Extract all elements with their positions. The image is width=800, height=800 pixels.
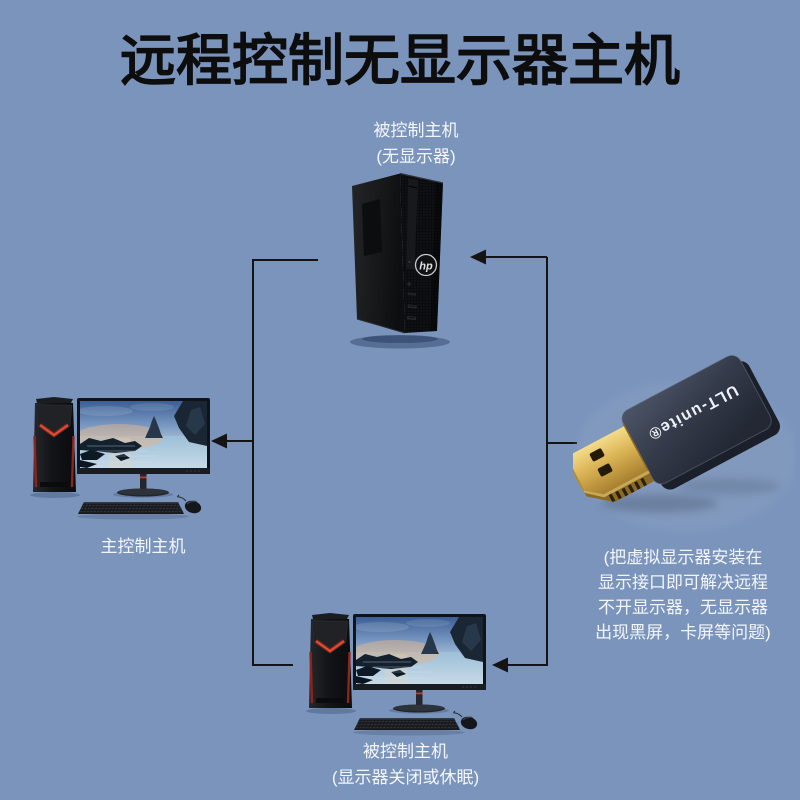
reflection (600, 494, 718, 513)
adapter-note: (把虚拟显示器安装在 显示接口即可解决远程 不开显示器，无显示器 出现黑屏，卡屏… (570, 545, 796, 645)
bottom-host-label-line2: (显示器关闭或休眠) (331, 768, 480, 787)
arrowhead-top-host (470, 249, 486, 265)
headless-host-image: hp (350, 172, 450, 349)
plug-tip-edge (573, 456, 585, 491)
adapter-note-line: 出现黑屏，卡屏等问题) (595, 623, 771, 642)
connector-paths (226, 256, 577, 666)
arrowheads (211, 249, 508, 673)
plug-hole (597, 463, 613, 477)
bottom-host-label-line1: 被控制主机 (363, 742, 448, 761)
top-host-label: 被控制主机 (无显示器) (306, 118, 526, 170)
left-loop-line (252, 259, 318, 666)
hp-logo-text: hp (419, 261, 433, 273)
card-slot (407, 292, 417, 296)
arrowhead-bottom-host (492, 657, 508, 673)
adapter-note-line: (把虚拟显示器安装在 (603, 548, 763, 567)
right-loop-line (508, 257, 548, 666)
adapter-body-top (621, 355, 772, 484)
adapter-note-line: 显示接口即可解决远程 (598, 573, 768, 592)
tower-side-panel (352, 173, 405, 333)
bottom-host-label: 被控制主机 (显示器关闭或休眠) (303, 739, 508, 791)
main-host-image (27, 394, 213, 520)
side-vent (362, 199, 382, 256)
hp-logo (414, 253, 438, 277)
hdmi-plug (573, 422, 654, 503)
main-host-label: 主控制主机 (100, 537, 186, 556)
page-title: 远程控制无显示器主机 (120, 29, 680, 92)
optical-drive (406, 178, 418, 270)
plug-top-face (573, 425, 649, 495)
reflection (678, 478, 780, 495)
hp-slim-tower: hp (350, 172, 450, 349)
arrowhead-main-host (211, 433, 227, 449)
plug-hole (589, 448, 605, 462)
controlled-host-image (303, 610, 489, 736)
hdmi-dummy-plug-image: ULT-unite® (573, 354, 795, 532)
top-host-label-line2: (无显示器) (376, 147, 456, 166)
adapter-note-line: 不开显示器，无显示器 (598, 598, 768, 617)
top-host-label-line1: 被控制主机 (373, 121, 459, 140)
hdmi-dummy-plug: ULT-unite® (573, 354, 795, 532)
